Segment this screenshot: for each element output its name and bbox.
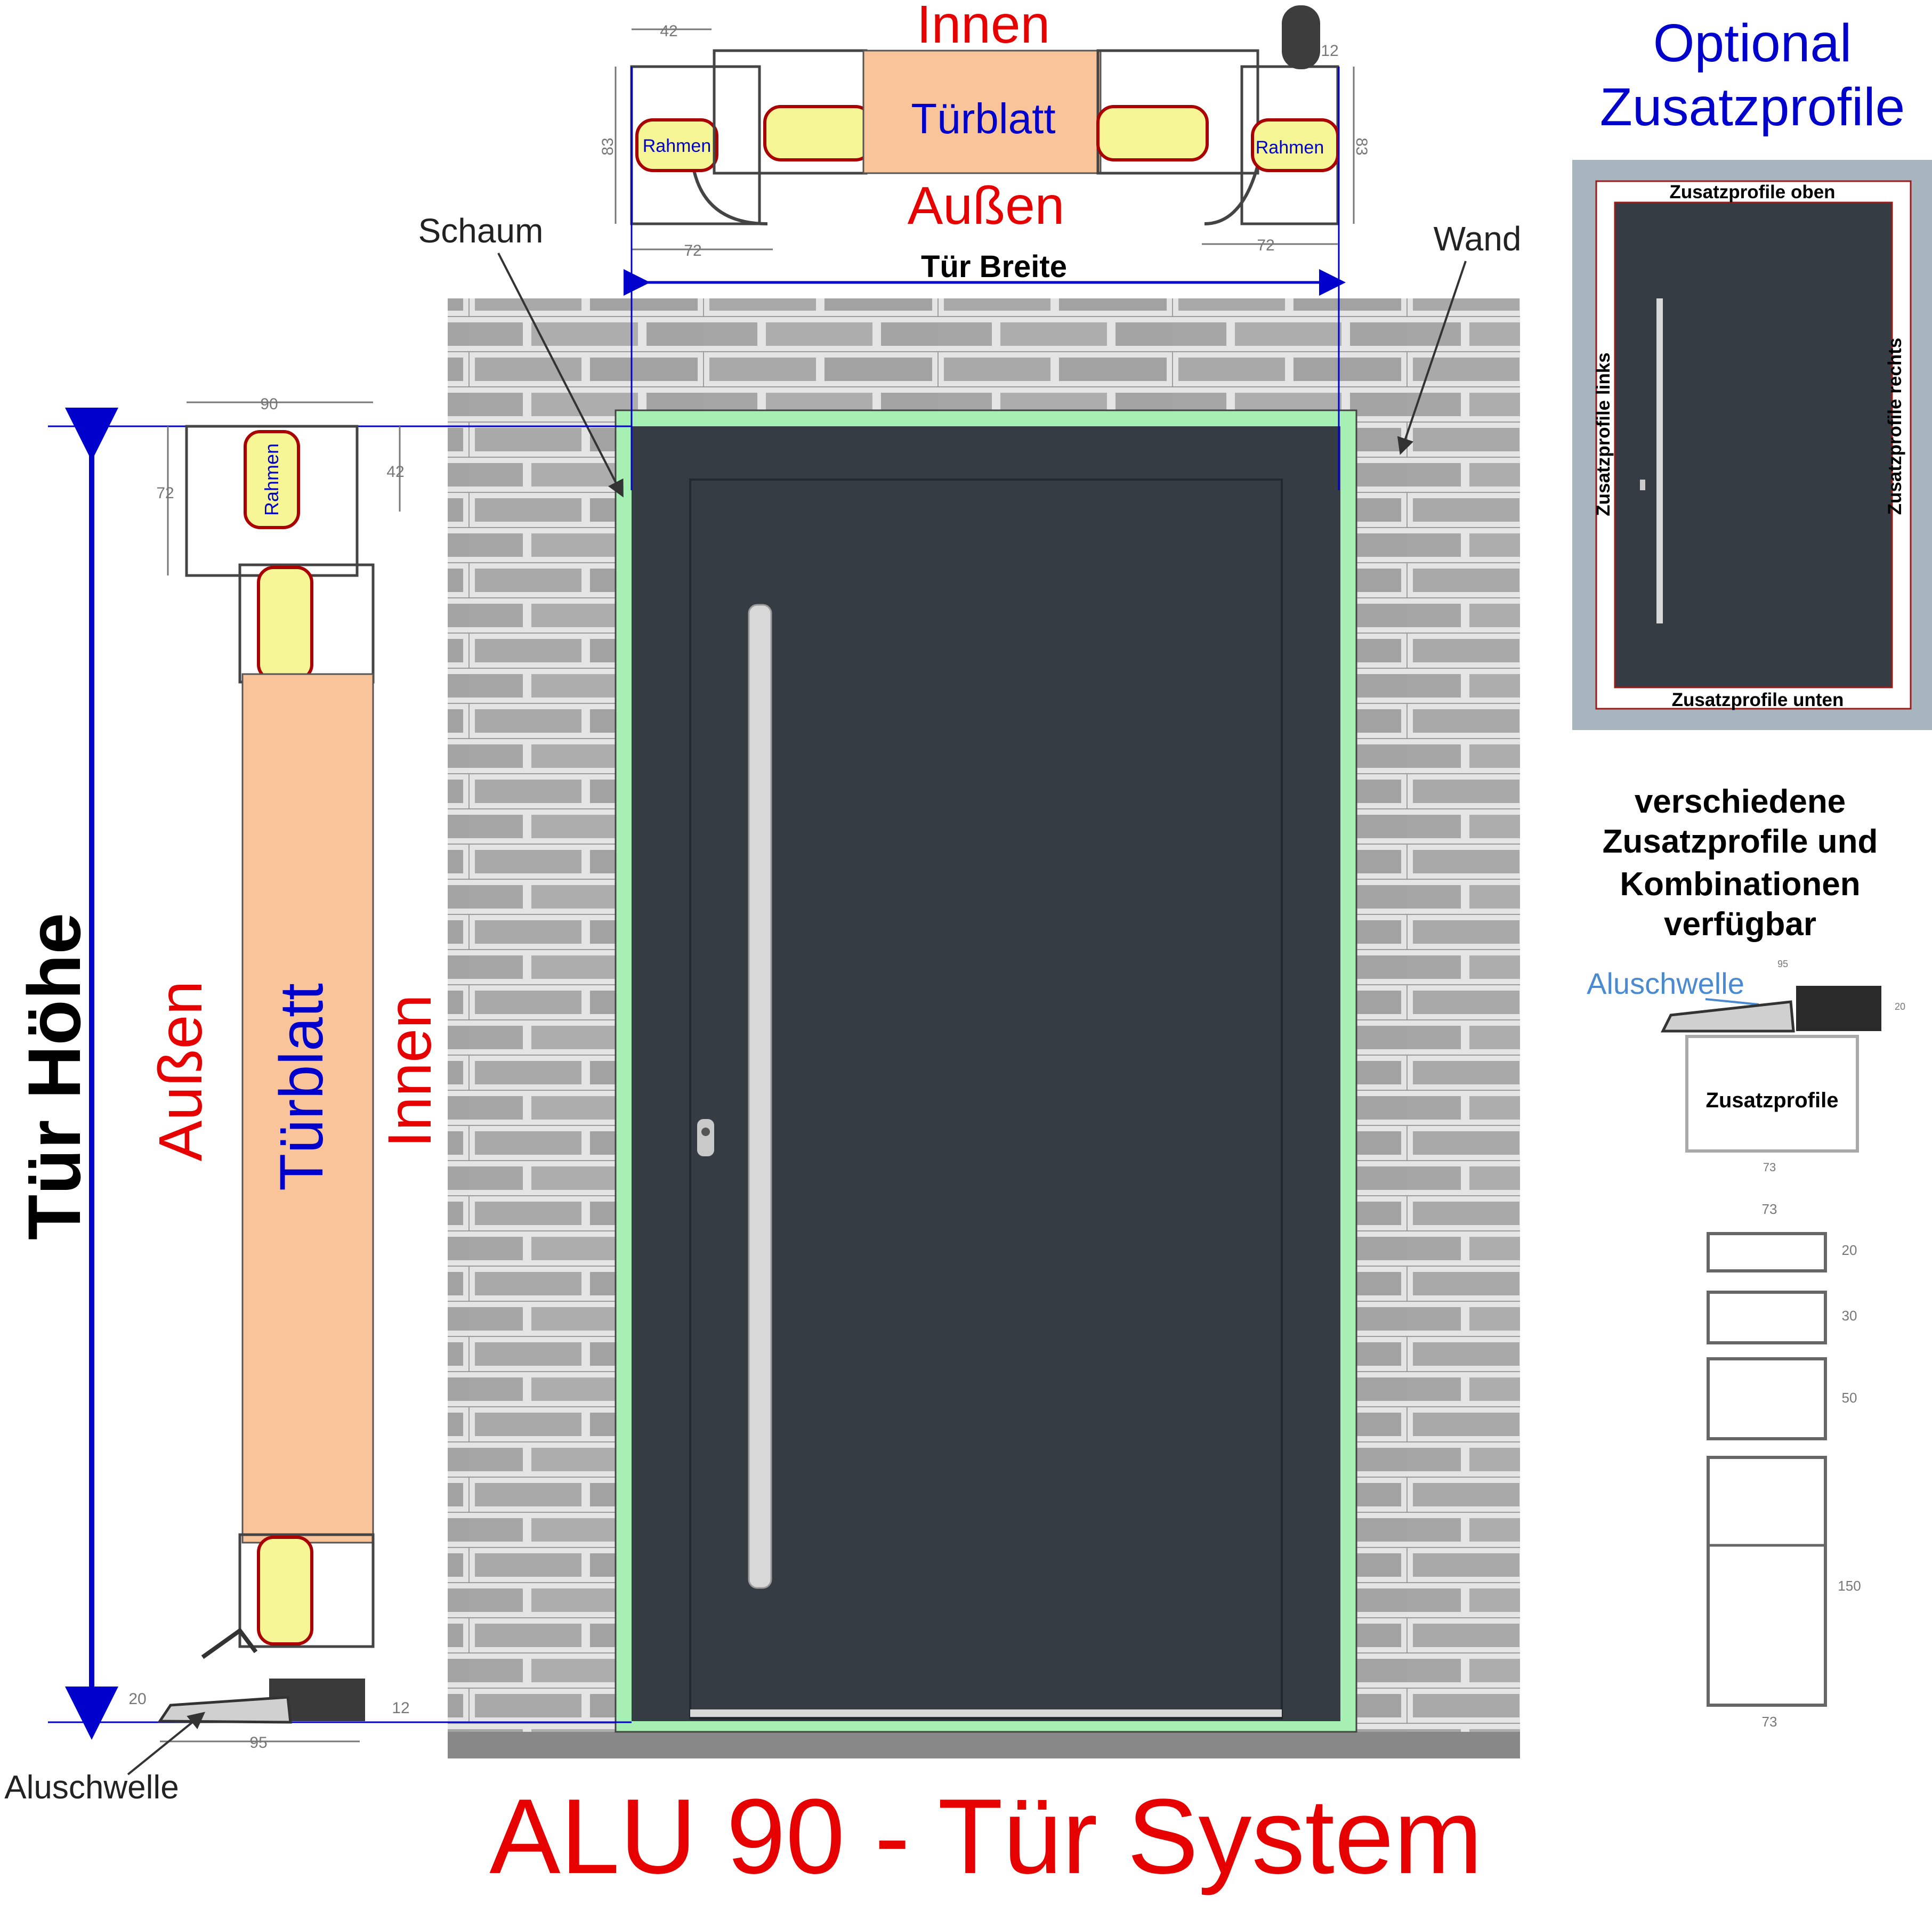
zusatzprofile-unten-label: Zusatzprofile unten <box>1672 690 1844 710</box>
optional-zusatzprofile-shape <box>1685 1035 1859 1153</box>
main-title: ALU 90 - Tür System <box>489 1777 1483 1896</box>
optional-preview-handle <box>1656 298 1663 623</box>
side-rahmen-label: Rahmen <box>261 443 282 516</box>
top-dim-72-left: 72 <box>684 242 701 260</box>
profile-20-dim: 20 <box>1842 1242 1857 1258</box>
profile-30-shape <box>1707 1291 1827 1344</box>
side-bottom-seal <box>201 1627 258 1659</box>
optional-aluschwelle-pointer <box>1705 998 1759 1006</box>
optional-aluschwelle-block <box>1796 986 1881 1031</box>
top-tuerblatt <box>862 50 1102 174</box>
profile-150-dim: 150 <box>1838 1578 1861 1594</box>
optional-aluschwelle-label: Aluschwelle <box>1587 967 1744 1000</box>
door-threshold-strip <box>690 1709 1282 1717</box>
top-left-sash-insulation <box>763 105 873 161</box>
top-left-rahmen-label: Rahmen <box>643 136 712 156</box>
top-tuerblatt-label: Türblatt <box>911 95 1055 142</box>
side-top-rahmen-insulation <box>244 430 300 529</box>
optional-desc-line1: verschiedene <box>1635 783 1846 820</box>
side-tuerblatt-label: Türblatt <box>268 983 336 1191</box>
profile-50-shape <box>1707 1357 1827 1440</box>
side-dim-12: 12 <box>392 1699 409 1717</box>
top-innen-label: Innen <box>917 0 1050 54</box>
schaum-pointer <box>497 253 624 498</box>
profile-stack: 20 30 50 150 <box>1707 1232 1861 1707</box>
side-dim-90: 90 <box>260 395 278 413</box>
side-bottom-sash <box>238 1533 375 1648</box>
top-left-frame-curve <box>691 165 768 225</box>
door-lock-keyhole <box>701 1128 710 1136</box>
top-right-rahmen-insulation <box>1251 118 1339 172</box>
side-bottom-sash-insulation <box>257 1536 313 1645</box>
top-cross-section: Innen Außen Rahmen Türblatt Rahmen 42 12… <box>599 0 1370 490</box>
side-dim-95: 95 <box>249 1734 267 1752</box>
tuer-hoehe-label: Tür Höhe <box>12 913 96 1240</box>
profile-150-shape <box>1707 1456 1827 1707</box>
aluschwelle-pointer <box>127 1712 206 1776</box>
side-dim-42: 42 <box>386 463 404 481</box>
side-dim-72: 72 <box>156 484 174 502</box>
side-innen-label: Innen <box>376 994 444 1148</box>
door-inner-panel <box>689 479 1283 1720</box>
optional-dim-73-a: 73 <box>1763 1161 1776 1174</box>
side-dim-20: 20 <box>128 1690 146 1708</box>
schaum-label: Schaum <box>418 212 544 250</box>
door-leaf <box>632 426 1340 1721</box>
top-dim-12: 12 <box>1321 42 1338 60</box>
optional-title-line1: Optional <box>1653 13 1852 73</box>
aluschwelle-label: Aluschwelle <box>4 1769 179 1806</box>
top-left-rahmen-insulation <box>635 118 718 172</box>
top-right-sash-insulation <box>1096 105 1209 161</box>
optional-dim-95: 95 <box>1777 959 1788 969</box>
side-tuerblatt <box>241 673 374 1544</box>
top-right-sash <box>1096 49 1259 175</box>
optional-desc-line3: Kombinationen <box>1620 866 1860 903</box>
optional-desc-line2: Zusatzprofile und <box>1603 823 1878 860</box>
zusatzprofile-links-label: Zusatzprofile links <box>1593 352 1614 516</box>
side-aussen-label: Außen <box>147 981 215 1162</box>
door-handle-bar <box>748 604 772 1589</box>
optional-dim-73-b: 73 <box>1762 1201 1777 1217</box>
optional-title-line2: Zusatzprofile <box>1600 77 1905 137</box>
zusatzprofile-oben-label: Zusatzprofile oben <box>1669 182 1835 202</box>
door-lock-cylinder <box>697 1119 714 1156</box>
top-aussen-label: Außen <box>908 176 1065 236</box>
top-dim-83-right: 83 <box>1353 137 1370 155</box>
top-dim-42: 42 <box>660 22 677 40</box>
zusatzprofile-rechts-label: Zusatzprofile rechts <box>1885 338 1905 515</box>
top-right-frame-curve <box>1204 165 1259 225</box>
side-cross-section: Tür Höhe Rahmen Außen Türblatt Innen 90 … <box>12 395 632 1752</box>
top-right-rahmen-label: Rahmen <box>1256 137 1324 158</box>
optional-aluschwelle-shape <box>1660 1000 1795 1033</box>
side-aluschwelle-profile <box>157 1696 292 1724</box>
profile-30-dim: 30 <box>1842 1308 1857 1324</box>
wand-pointer <box>1397 261 1467 455</box>
wand-label: Wand <box>1434 220 1522 258</box>
optional-dim-20: 20 <box>1895 1001 1905 1012</box>
wall-with-door <box>448 298 1520 1758</box>
top-right-seal-head <box>1282 5 1320 69</box>
profile-20-shape <box>1707 1232 1827 1272</box>
optional-preview-lock <box>1640 480 1645 490</box>
profile-50-dim: 50 <box>1842 1390 1857 1406</box>
side-top-sash-insulation <box>257 566 313 681</box>
floor-strip <box>448 1732 1520 1758</box>
tuer-breite-label: Tür Breite <box>921 249 1067 284</box>
optional-zusatzprofile-label: Zusatzprofile <box>1706 1089 1839 1112</box>
top-dim-72-right: 72 <box>1257 237 1274 254</box>
optional-desc-line4: verfügbar <box>1664 906 1816 943</box>
top-dim-83-left: 83 <box>599 137 617 155</box>
optional-panel: Optional Zusatzprofile Zusatzprofile obe… <box>1572 13 1932 1730</box>
optional-dim-73-c: 73 <box>1762 1714 1777 1730</box>
